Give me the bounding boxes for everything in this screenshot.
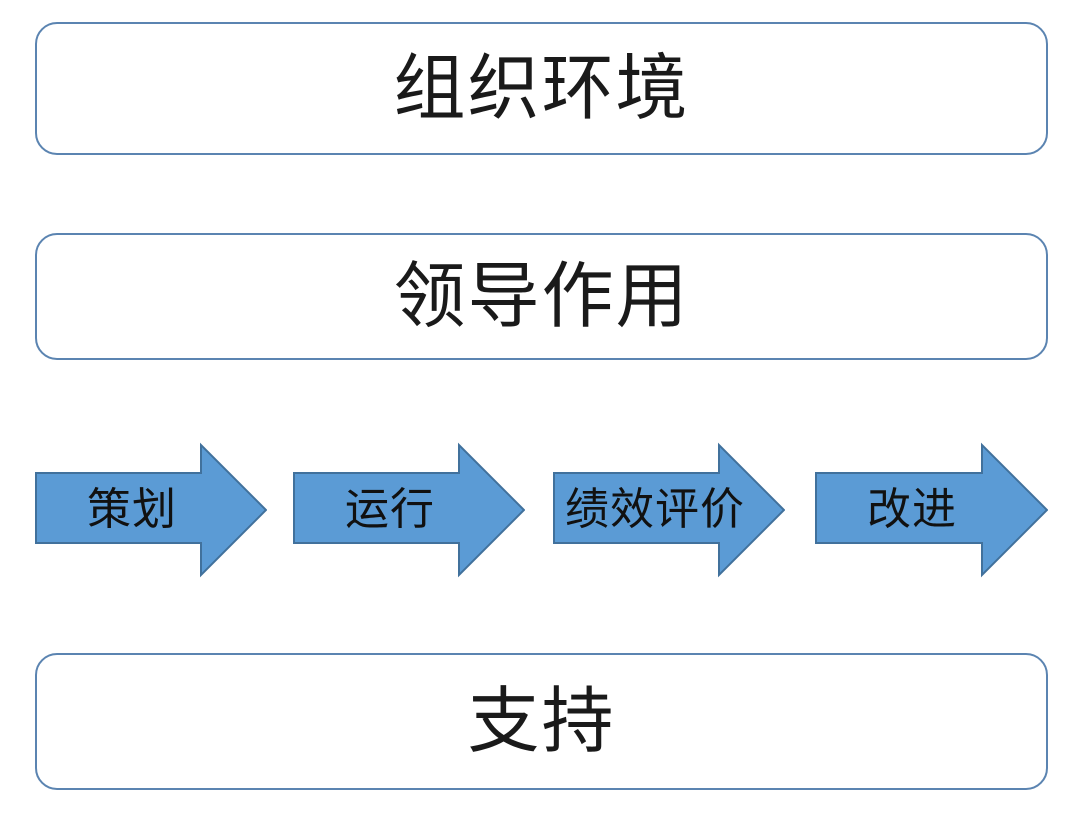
arrow-evaluate[interactable]: 绩效评价 bbox=[553, 440, 785, 580]
band-leadership[interactable]: 领导作用 bbox=[35, 233, 1048, 360]
arrow-improve[interactable]: 改进 bbox=[815, 440, 1048, 580]
arrow-label-evaluate: 绩效评价 bbox=[565, 485, 745, 534]
right-arrow-icon bbox=[815, 442, 1048, 578]
arrow-label-operate: 运行 bbox=[345, 485, 435, 534]
arrow-label-plan: 策划 bbox=[87, 485, 177, 534]
arrow-operate[interactable]: 运行 bbox=[293, 440, 525, 580]
band-label-leadership: 领导作用 bbox=[393, 256, 690, 337]
band-support[interactable]: 支持 bbox=[35, 653, 1048, 790]
arrow-plan[interactable]: 策划 bbox=[35, 440, 267, 580]
right-arrow-icon bbox=[293, 442, 525, 578]
band-label-context: 组织环境 bbox=[393, 48, 690, 129]
right-arrow-icon bbox=[35, 442, 267, 578]
band-organizational-context[interactable]: 组织环境 bbox=[35, 22, 1048, 155]
band-label-support: 支持 bbox=[467, 681, 616, 762]
arrow-label-improve: 改进 bbox=[867, 485, 957, 534]
process-arrow-sequence: 策划 运行 绩效评价 改进 bbox=[0, 440, 1080, 580]
right-arrow-icon bbox=[553, 442, 785, 578]
